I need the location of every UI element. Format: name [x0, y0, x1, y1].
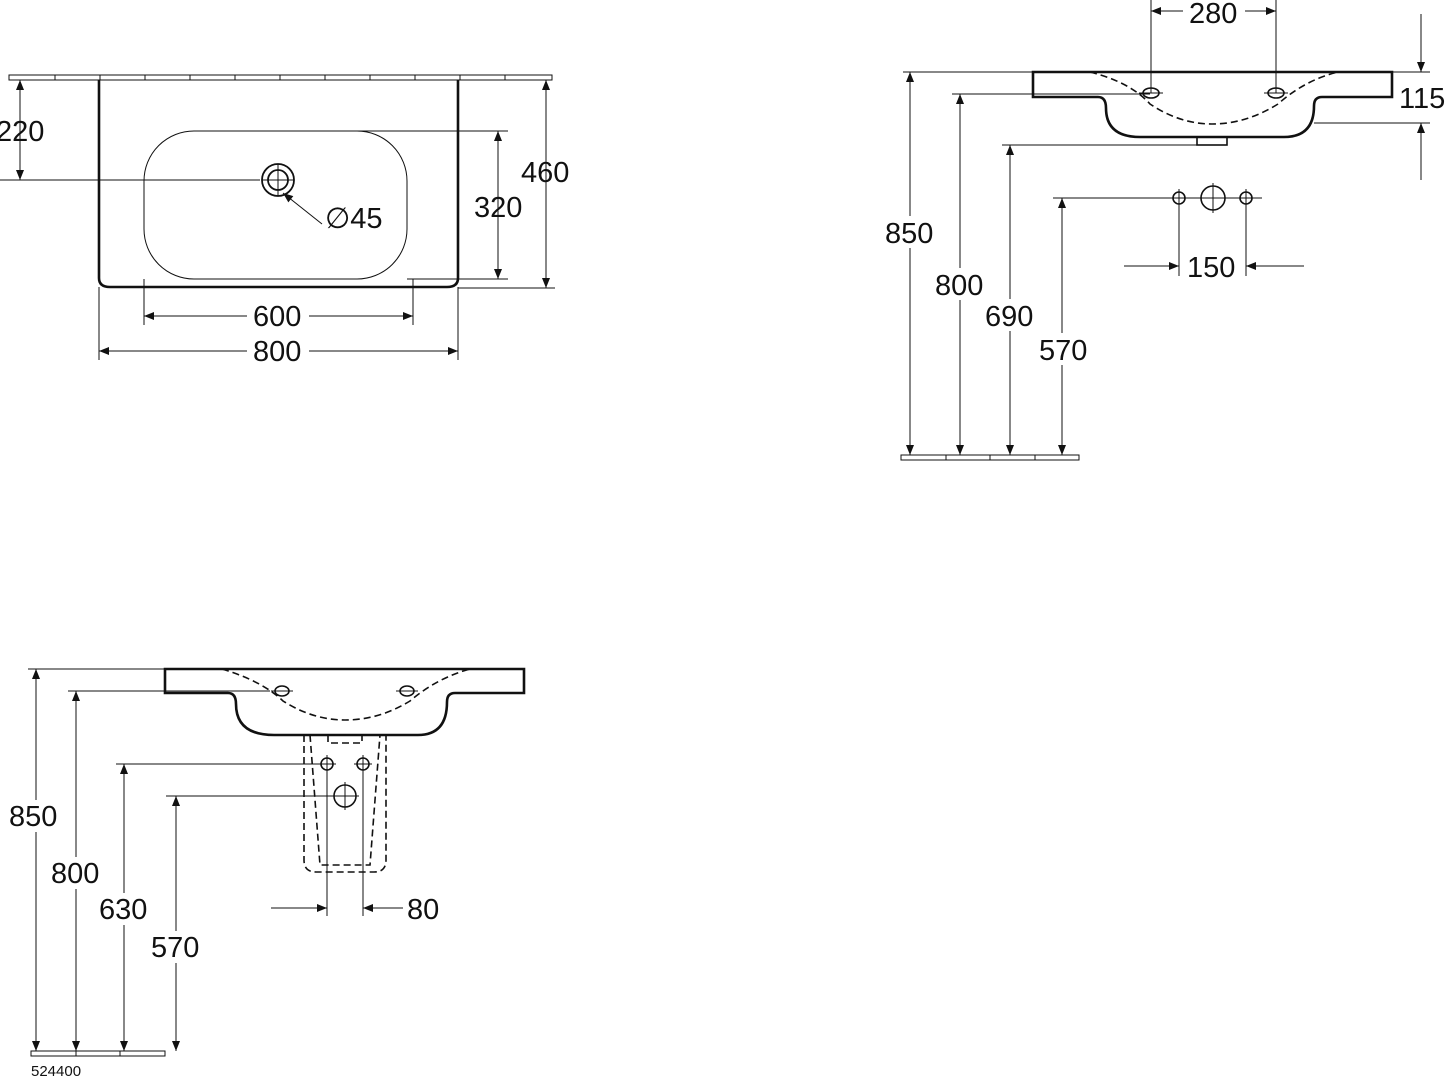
floor-strip-pedestal — [30, 1050, 166, 1057]
floor-strip-side — [900, 454, 1080, 461]
dim-800-side: 800 — [935, 270, 983, 302]
pedestal-slot — [327, 734, 363, 744]
dim-115: 115 — [1399, 83, 1445, 115]
basin-outline-top — [97, 80, 460, 289]
dim-150: 150 — [1187, 252, 1235, 284]
wall-holes-side — [1170, 183, 1255, 213]
dim-800-pedestal: 800 — [51, 858, 99, 890]
tap-hole — [261, 163, 295, 197]
top-view: ∅45 220 460 320 600 800 — [0, 74, 569, 368]
basin-inner-dashed — [1089, 71, 1339, 125]
dim-320: 320 — [474, 192, 522, 224]
dim-690-side: 690 — [985, 301, 1033, 333]
tap-holes-pedestal — [271, 685, 418, 697]
pedestal-inner — [309, 734, 381, 866]
dim-850-side: 850 — [885, 218, 933, 250]
dim-850-pedestal: 850 — [9, 801, 57, 833]
dim-570-side: 570 — [1039, 335, 1087, 367]
dim-600: 600 — [253, 301, 301, 333]
dim-220: 220 — [0, 116, 44, 148]
wall-strip-top — [8, 74, 553, 81]
tap-holes-top — [1139, 87, 1288, 99]
hole-diameter-label: ∅45 — [325, 203, 383, 235]
pedestal-view: 850 800 630 570 80 — [9, 667, 526, 1057]
basin-profile-pedestal — [163, 667, 526, 737]
drawing-number: 524400 — [31, 1063, 81, 1080]
bowl-outline — [143, 130, 408, 280]
waste-outlet — [1196, 136, 1228, 146]
dim-630-pedestal: 630 — [99, 894, 147, 926]
basin-profile-side — [1031, 70, 1394, 139]
wall-holes-pedestal — [318, 755, 372, 810]
side-view: 280 115 850 800 — [884, 0, 1445, 461]
dim-570-pedestal: 570 — [151, 932, 199, 964]
dim-800: 800 — [253, 336, 301, 368]
dim-80: 80 — [407, 894, 439, 926]
dim-460: 460 — [521, 157, 569, 189]
dim-280: 280 — [1189, 0, 1237, 30]
basin-inner-dashed-pedestal — [221, 668, 471, 721]
